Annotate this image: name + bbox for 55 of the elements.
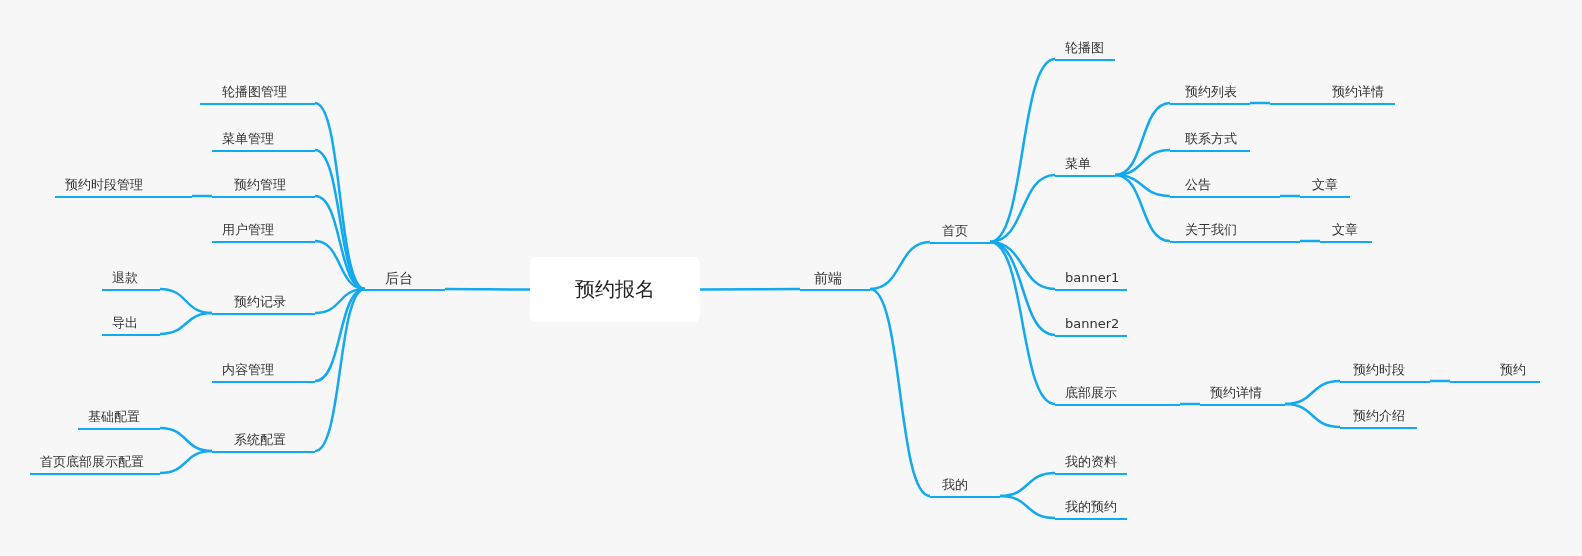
topic-label: 预约管理: [212, 174, 315, 198]
topic-label: 文章: [1300, 174, 1350, 198]
branch-line: [1114, 173, 1171, 243]
topic-label: 预约时段管理: [55, 174, 192, 198]
branch-line: [159, 449, 213, 475]
topic-label: 联系方式: [1170, 128, 1250, 152]
topic-label: 导出: [102, 312, 160, 336]
topic-label: 轮播图管理: [200, 81, 315, 105]
branch-line: [1180, 402, 1200, 406]
topic-label: 预约介绍: [1340, 405, 1417, 429]
topic-label: 前端: [800, 267, 870, 291]
branch-line: [1250, 101, 1270, 105]
topic-label: 退款: [102, 267, 160, 291]
branch-line: [989, 240, 1056, 406]
branch-line: [314, 194, 366, 291]
branch-line: [445, 287, 530, 291]
topic-label: 首页底部展示配置: [30, 451, 160, 475]
branch-line: [192, 194, 212, 198]
topic-label: 公告: [1170, 174, 1280, 198]
branch-line: [1280, 194, 1300, 198]
topic-label: 我的: [930, 474, 1000, 498]
branch-line: [869, 287, 931, 498]
topic-label: 关于我们: [1170, 219, 1300, 243]
branch-line: [314, 239, 366, 291]
topic-label: 预约详情: [1200, 382, 1285, 406]
topic-label: 文章: [1320, 219, 1372, 243]
topic-label: 预约时段: [1340, 359, 1430, 383]
topic-label: 首页: [930, 220, 990, 244]
topic-label: 基础配置: [78, 406, 160, 430]
topic-label: 系统配置: [212, 429, 315, 453]
branch-line: [999, 494, 1056, 520]
topic-label: 轮播图: [1055, 37, 1115, 61]
branch-line: [159, 311, 213, 336]
branch-line: [989, 173, 1056, 244]
branch-line: [1284, 402, 1341, 429]
topic-label: 我的预约: [1055, 496, 1127, 520]
topic-label: 菜单管理: [212, 128, 315, 152]
topic-label: 预约详情: [1270, 81, 1395, 105]
topic-label: 后台: [365, 267, 445, 291]
topic-label: 用户管理: [212, 219, 315, 243]
topic-label: 预约: [1450, 359, 1540, 383]
branch-line: [1430, 379, 1450, 383]
topic-label: banner2: [1055, 313, 1127, 337]
central-topic-box: 预约报名: [530, 257, 700, 322]
topic-label: 预约列表: [1170, 81, 1250, 105]
topic-label: 预约记录: [212, 291, 315, 315]
branch-line: [1300, 239, 1320, 243]
topic-label: 内容管理: [212, 359, 315, 383]
topic-label: 菜单: [1055, 153, 1115, 177]
branch-line: [1114, 101, 1171, 177]
topic-label: 底部展示: [1055, 382, 1180, 406]
branch-line: [700, 287, 800, 291]
topic-label: banner1: [1055, 267, 1127, 291]
branch-line: [314, 287, 366, 453]
topic-label: 我的资料: [1055, 451, 1127, 475]
